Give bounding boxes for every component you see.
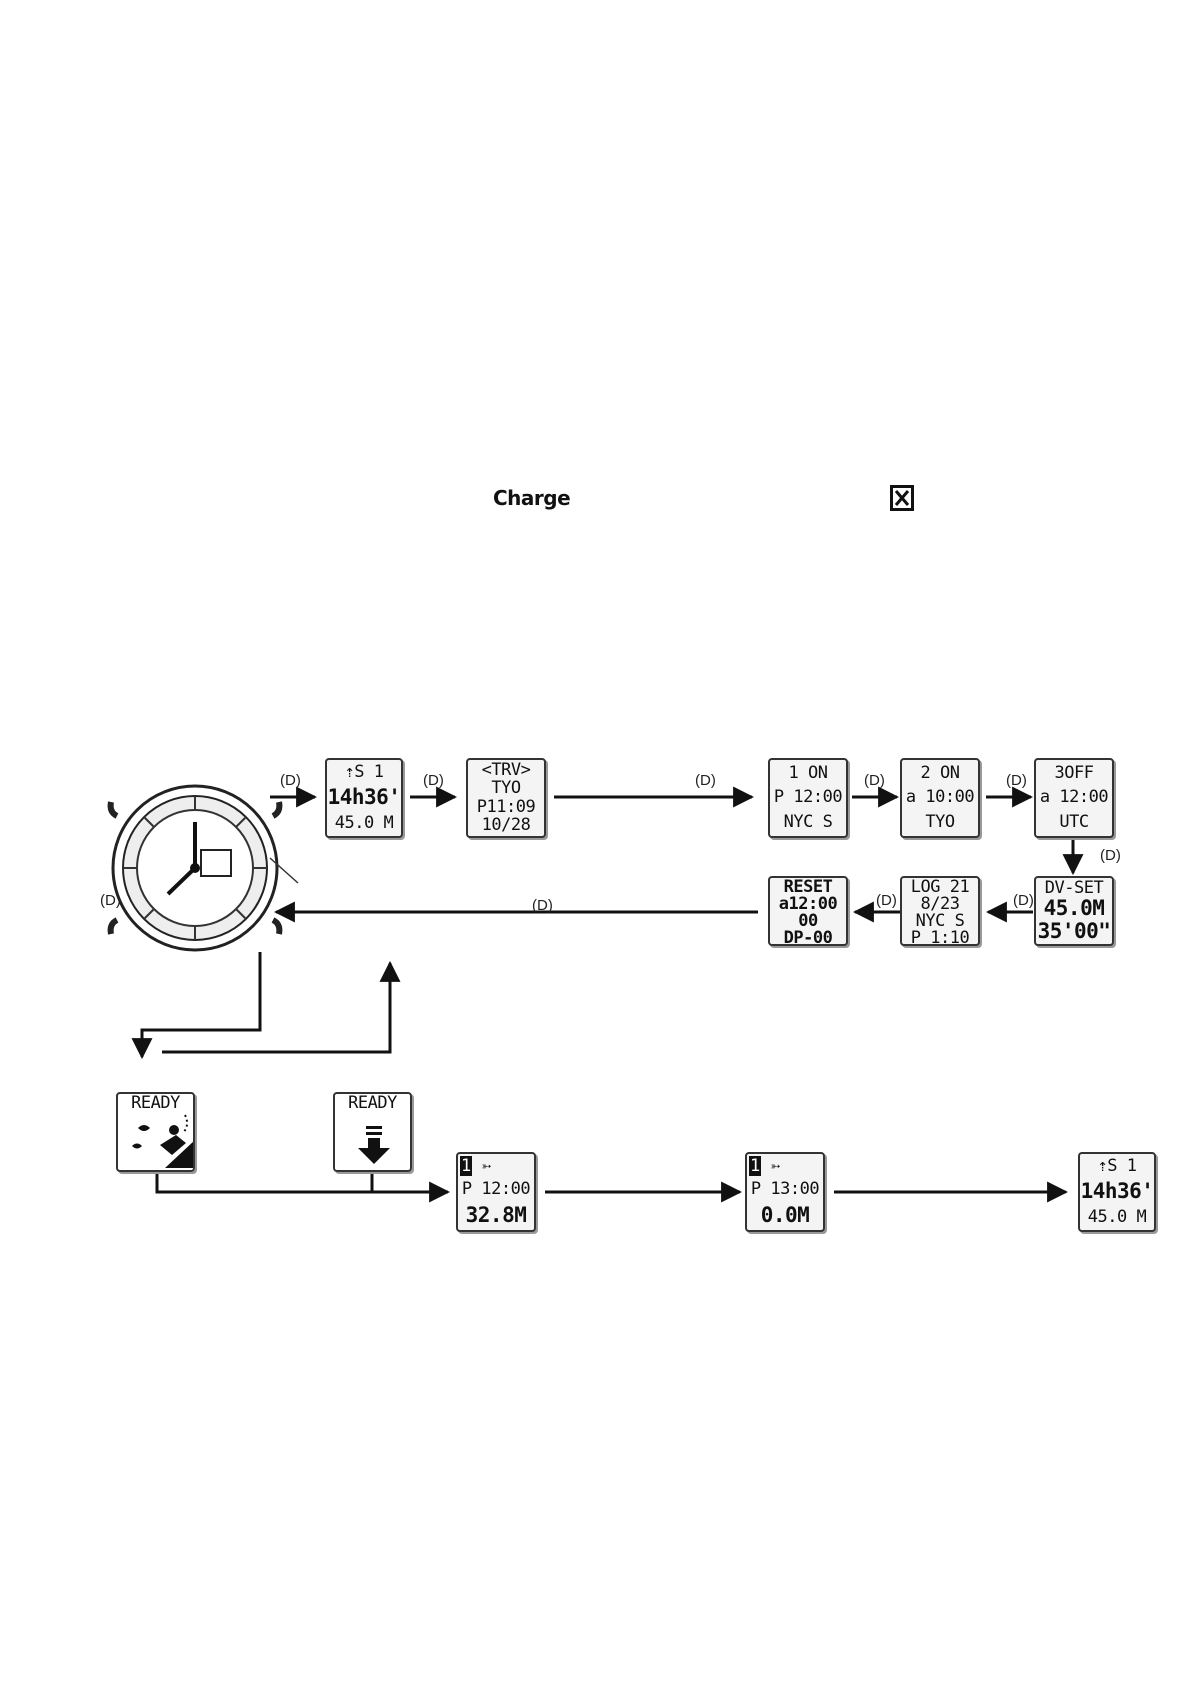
screen-line: 32.8M [465, 1202, 527, 1227]
screen-line: P 12:00 [461, 1179, 531, 1200]
screen-line: a12:00 [778, 894, 838, 914]
connector-up-to-watch [162, 960, 401, 1054]
edge-label: (D) [1100, 847, 1121, 864]
screen-line: LOG 21 [910, 877, 970, 897]
screen-line: NYC S [915, 911, 965, 931]
screen-line: TYO [491, 778, 521, 799]
screen-line: ⇡S 1 [344, 762, 384, 783]
descend-arrow-icon [358, 1126, 390, 1164]
screen-line: 0.0M [760, 1202, 810, 1227]
screen-line: 2 ON [920, 762, 960, 783]
edge-label: (D) [1013, 892, 1034, 909]
screen-dive-1: 1 ➳ P 12:00 32.8M [456, 1152, 536, 1232]
screen-line: ⇡S 1 [1097, 1156, 1137, 1177]
connector-ready-to-dive [155, 1172, 451, 1203]
connector-watch-down [131, 952, 262, 1060]
screen-dv-set: DV-SET 45.0M 35'00" [1034, 876, 1114, 946]
screen-line: P 12:00 [773, 787, 843, 808]
screen-line: DP-00 [783, 928, 833, 946]
screen-surface-1: ⇡S 1 14h36' 45.0 M [325, 758, 403, 838]
screen-line: 00 [798, 911, 818, 931]
dive-watch-icon [107, 784, 299, 952]
screen-alarm-3: 3OFF a 12:00 UTC [1034, 758, 1114, 838]
edge-label: (D) [532, 897, 553, 914]
edge-label: (D) [864, 772, 885, 789]
screen-line: 14h36' [327, 785, 401, 810]
diver-swim-icon: ➳ [481, 1156, 492, 1177]
screen-reset: RESET a12:00 00 DP-00 [768, 876, 848, 946]
screen-line: P11:09 [476, 796, 536, 817]
screen-line: 35'00" [1037, 919, 1111, 944]
x-box-icon [890, 485, 914, 511]
edge-label: (D) [876, 892, 897, 909]
screen-line: P 1:10 [910, 928, 970, 946]
edge-label: (D) [100, 892, 121, 909]
edge-label: (D) [423, 772, 444, 789]
screen-line: RESET [783, 877, 833, 897]
screen-line: 45.0 M [1087, 1206, 1147, 1227]
screen-alarm-2: 2 ON a 10:00 TYO [900, 758, 980, 838]
diver-icon [132, 1114, 195, 1168]
screen-line: NYC S [783, 812, 833, 833]
screen-line: a 12:00 [1039, 787, 1109, 808]
edge-label: (D) [1006, 772, 1027, 789]
screen-ready-1: READY [116, 1092, 195, 1172]
screen-line: 1 ➳ [460, 1156, 492, 1177]
screen-line: P 13:00 [750, 1179, 820, 1200]
screen-travel: <TRV> TYO P11:09 10/28 [466, 758, 546, 838]
screen-line: UTC [1059, 812, 1089, 833]
edge-label: (D) [695, 772, 716, 789]
screen-line: 45.0M [1043, 896, 1105, 921]
screen-alarm-1: 1 ON P 12:00 NYC S [768, 758, 848, 838]
diver-swim-icon: ➳ [770, 1156, 781, 1177]
screen-line: READY [348, 1093, 397, 1113]
screen-line: 14h36' [1080, 1179, 1154, 1204]
screen-line: 45.0 M [334, 812, 394, 833]
screen-line: 1 ➳ [749, 1156, 781, 1177]
screen-surface-2: ⇡S 1 14h36' 45.0 M [1078, 1152, 1156, 1232]
screen-line: 10/28 [481, 815, 531, 836]
screen-line: a 10:00 [905, 787, 975, 808]
screen-ready-2: READY [333, 1092, 412, 1172]
screen-log: LOG 21 8/23 NYC S P 1:10 [900, 876, 980, 946]
screen-line: TYO [925, 812, 955, 833]
screen-dive-2: 1 ➳ P 13:00 0.0M [745, 1152, 825, 1232]
screen-line: 8/23 [920, 894, 960, 914]
screen-line: READY [131, 1093, 180, 1113]
screen-line: <TRV> [481, 759, 531, 780]
screen-line: 1 ON [788, 762, 828, 783]
screen-line: DV-SET [1044, 877, 1104, 898]
charge-label: Charge [493, 486, 571, 510]
edge-label: (D) [280, 772, 301, 789]
screen-line: 3OFF [1054, 762, 1094, 783]
